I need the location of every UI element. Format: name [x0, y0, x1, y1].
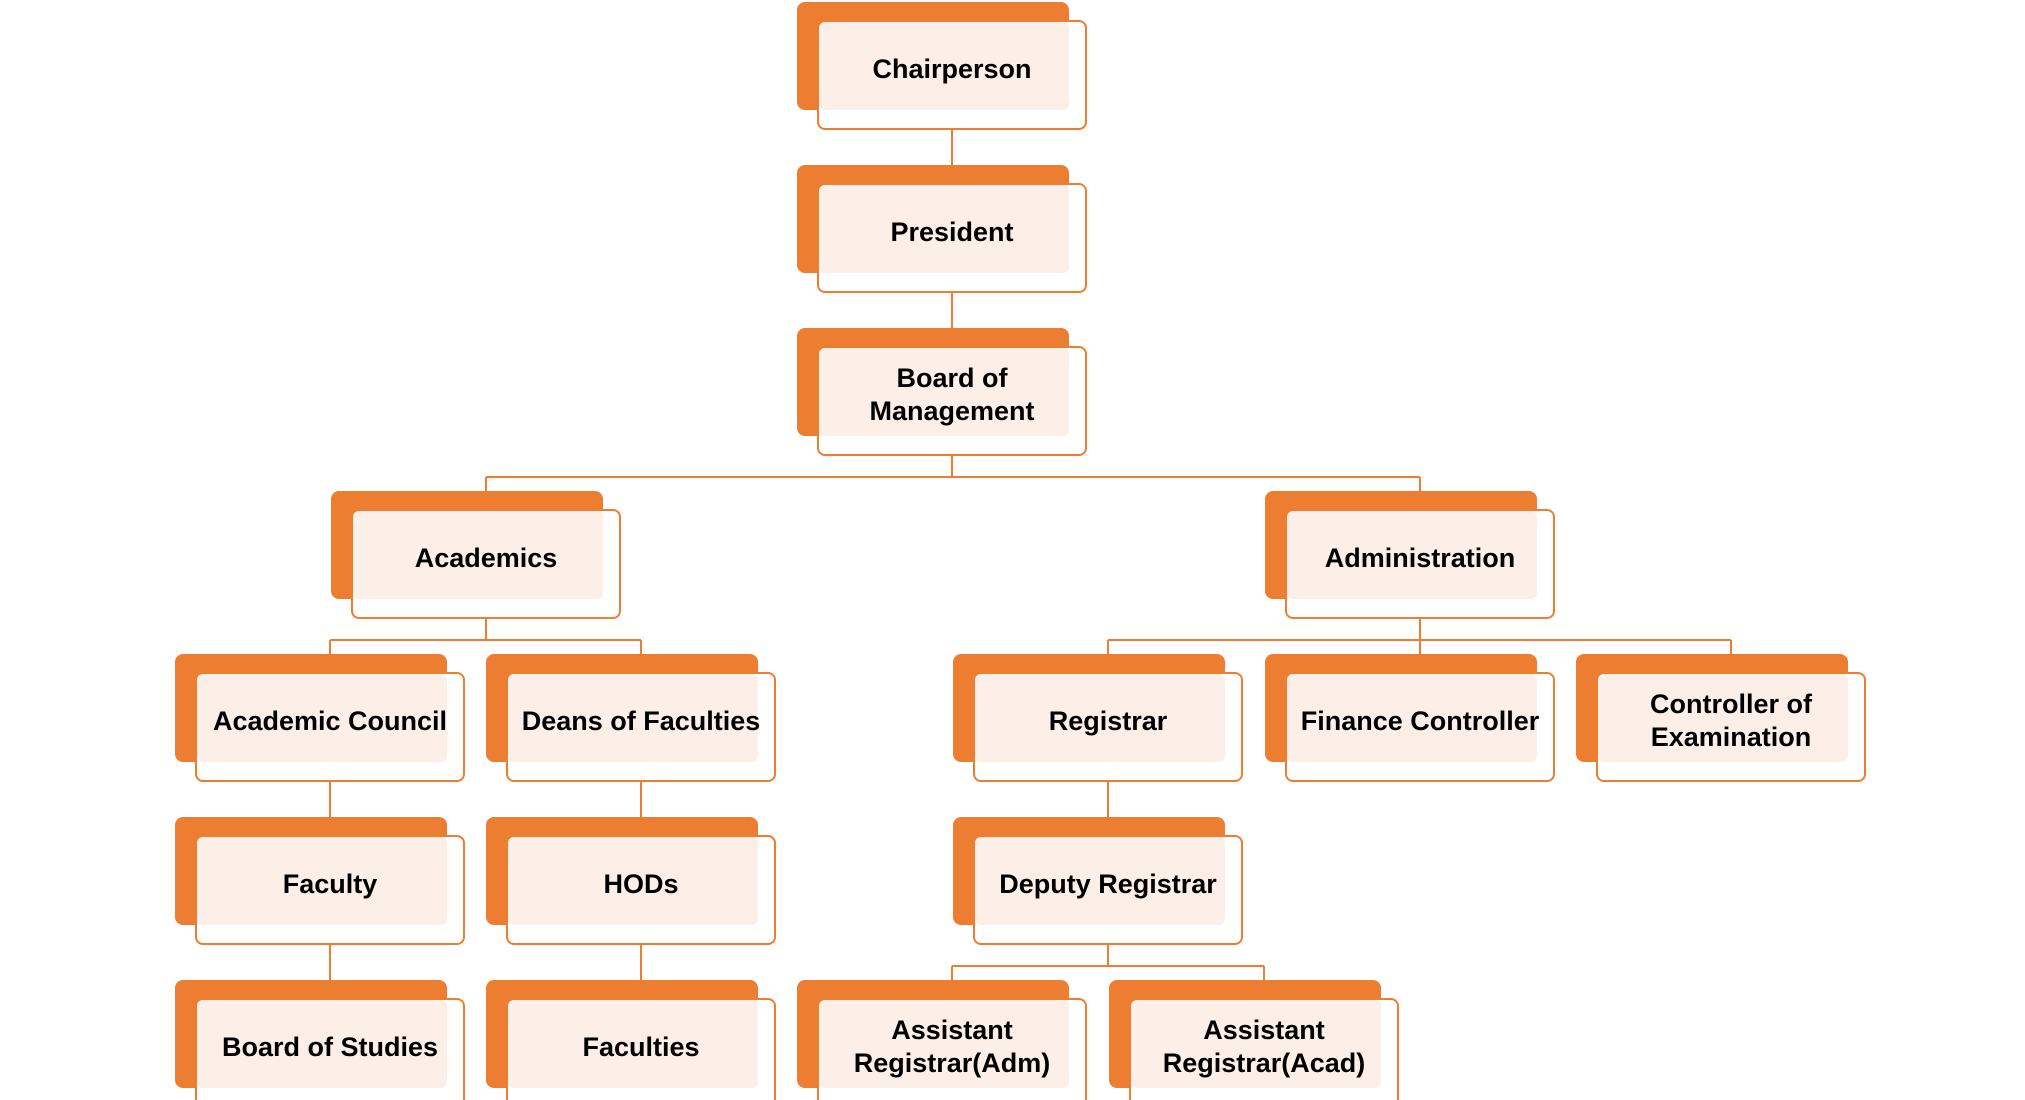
node-card: [973, 672, 1243, 782]
node-card: [973, 835, 1243, 945]
node-finance-controller: Finance Controller: [1265, 654, 1557, 784]
node-label: HODs: [603, 868, 679, 899]
node-card: [1285, 509, 1555, 619]
node-chairperson: Chairperson: [797, 2, 1089, 132]
node-deans-of-faculties: Deans of Faculties: [486, 654, 778, 784]
node-card: [195, 998, 465, 1100]
node-card: [1285, 672, 1555, 782]
node-label: Faculties: [582, 1031, 700, 1062]
node-assistant-registrar-adm: Assistant Registrar(Adm): [797, 980, 1089, 1100]
node-label: President: [890, 216, 1014, 247]
node-label: Academics: [414, 542, 558, 573]
node-faculty: Faculty: [175, 817, 467, 947]
node-card: [506, 998, 776, 1100]
node-registrar: Registrar: [953, 654, 1245, 784]
node-label: Board of Management: [869, 363, 1035, 426]
node-label: Chairperson: [872, 53, 1032, 84]
node-card: [1129, 998, 1399, 1100]
node-faculties: Faculties: [486, 980, 778, 1100]
node-academic-council: Academic Council: [175, 654, 467, 784]
node-card: [817, 998, 1087, 1100]
node-academics: Academics: [331, 491, 623, 621]
node-administration: Administration: [1265, 491, 1557, 621]
node-card: [195, 835, 465, 945]
node-card: [351, 509, 621, 619]
node-board-of-studies: Board of Studies: [175, 980, 467, 1100]
node-label: Deputy Registrar: [999, 868, 1217, 899]
node-label: Faculty: [282, 868, 378, 899]
node-controller-of-examination: Controller of Examination: [1576, 654, 1868, 784]
node-label: Deans of Faculties: [521, 705, 761, 736]
node-card: [817, 183, 1087, 293]
node-card: [506, 835, 776, 945]
node-card: [506, 672, 776, 782]
node-deputy-registrar: Deputy Registrar: [953, 817, 1245, 947]
node-label: Assistant Registrar(Adm): [853, 1015, 1051, 1078]
node-assistant-registrar-acad: Assistant Registrar(Acad): [1109, 980, 1401, 1100]
node-card: [817, 20, 1087, 130]
node-label: Controller of Examination: [1650, 689, 1812, 752]
node-label: Finance Controller: [1300, 705, 1540, 736]
node-president: President: [797, 165, 1089, 295]
node-board-of-management: Board of Management: [797, 328, 1089, 458]
node-hods: HODs: [486, 817, 778, 947]
node-card: [195, 672, 465, 782]
node-label: Board of Studies: [221, 1031, 438, 1062]
node-label: Administration: [1324, 542, 1516, 573]
node-label: Academic Council: [212, 705, 448, 736]
node-card: [817, 346, 1087, 456]
node-label: Assistant Registrar(Acad): [1162, 1015, 1366, 1078]
node-card: [1596, 672, 1866, 782]
node-label: Registrar: [1048, 705, 1168, 736]
